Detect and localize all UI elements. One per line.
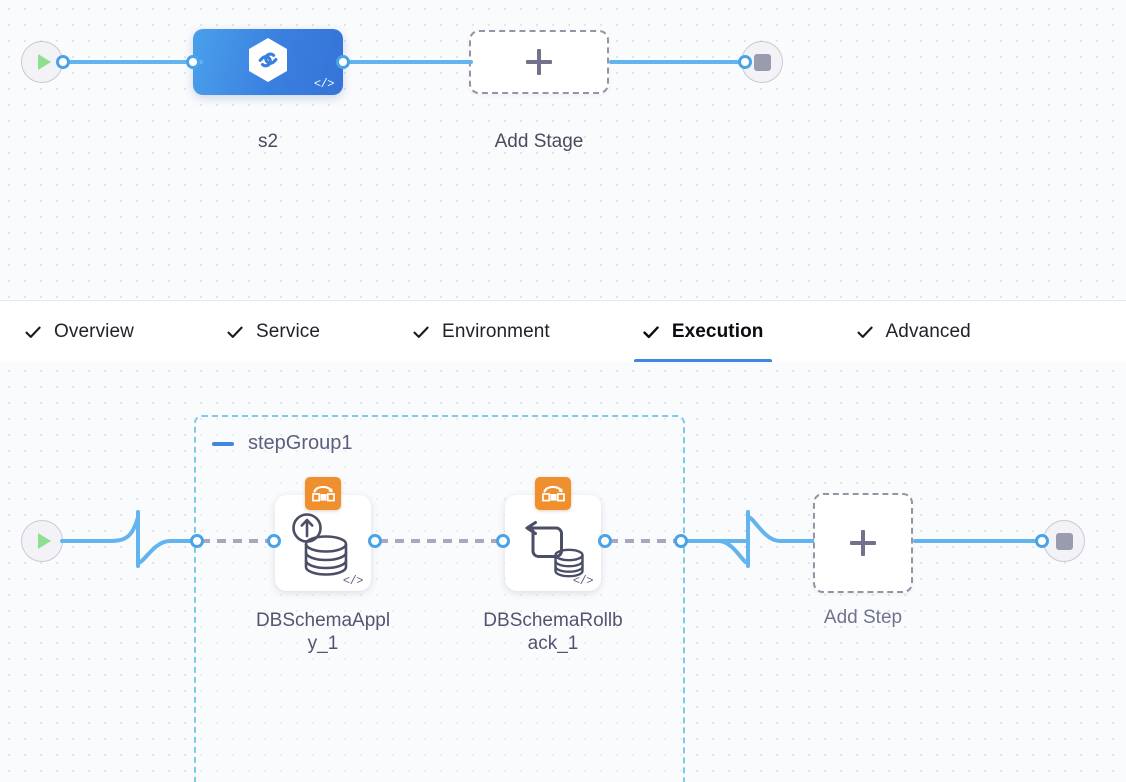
stage-input-port[interactable] xyxy=(186,55,200,69)
tab-execution-label: Execution xyxy=(671,321,764,342)
add-stage-label: Add Stage xyxy=(494,131,584,152)
step-node-dbschemaapply[interactable]: </> xyxy=(275,477,371,591)
tab-overview[interactable]: Overview xyxy=(0,301,158,363)
database-apply-up-arrow-icon xyxy=(275,495,371,591)
database-rollback-loop-icon xyxy=(505,495,601,591)
step-group-container[interactable] xyxy=(194,415,685,782)
stage-end-port[interactable] xyxy=(738,55,752,69)
connector-addstage-to-end xyxy=(609,60,748,64)
group-entry-port[interactable] xyxy=(190,534,204,548)
stage-canvas[interactable]: </> s2 Add Stage xyxy=(0,0,1126,300)
execution-end-port[interactable] xyxy=(1035,534,1049,548)
tab-overview-label: Overview xyxy=(54,321,134,342)
connector-addstep-to-end xyxy=(913,539,1045,543)
connector-group-to-step1 xyxy=(201,539,271,543)
parallel-bar-left xyxy=(136,510,140,568)
tab-service[interactable]: Service xyxy=(202,301,344,363)
execution-canvas[interactable]: stepGroup1 xyxy=(0,362,1126,782)
tab-environment-label: Environment xyxy=(442,321,550,342)
add-step-label: Add Step xyxy=(823,607,903,628)
harness-cd-hexagon-icon xyxy=(246,36,290,89)
stop-icon xyxy=(753,53,771,71)
play-icon xyxy=(37,54,51,70)
step-group-title: stepGroup1 xyxy=(248,432,353,454)
connector-groupexit-to-curve xyxy=(685,539,747,543)
stage-label: s2 xyxy=(257,131,279,152)
step1-input-port[interactable] xyxy=(267,534,281,548)
step1-output-port[interactable] xyxy=(368,534,382,548)
connector-start-to-group xyxy=(60,539,112,543)
step2-output-port[interactable] xyxy=(598,534,612,548)
check-icon xyxy=(24,323,42,341)
check-icon xyxy=(226,323,244,341)
connector-curve-in xyxy=(106,487,202,598)
connector-curve-out xyxy=(716,487,816,598)
step-group-header[interactable]: stepGroup1 xyxy=(212,432,353,455)
play-icon xyxy=(37,533,51,549)
step-label-dbschemarollback: DBSchemaRollb ack_1 xyxy=(483,610,623,654)
group-exit-port[interactable] xyxy=(674,534,688,548)
step-node-dbschemarollback[interactable]: </> xyxy=(505,477,601,591)
stage-output-port[interactable] xyxy=(336,55,350,69)
minus-icon[interactable] xyxy=(212,441,234,446)
stage-node-s2[interactable]: </> xyxy=(193,29,343,95)
add-step-button[interactable] xyxy=(813,493,913,593)
stage-start-port[interactable] xyxy=(56,55,70,69)
connector-stage-to-addstage xyxy=(343,60,473,64)
code-glyph-icon[interactable]: </> xyxy=(313,77,335,91)
connector-step2-to-groupexit xyxy=(609,539,675,543)
check-icon xyxy=(856,323,874,341)
stage-config-tabs[interactable]: Overview Service Environment Execution A… xyxy=(0,300,1126,364)
execution-end-node[interactable] xyxy=(1043,520,1085,562)
parallel-bar-right xyxy=(746,510,750,568)
check-icon xyxy=(412,323,430,341)
plus-icon xyxy=(526,49,552,75)
code-glyph-icon[interactable]: </> xyxy=(572,574,594,588)
tab-advanced-label: Advanced xyxy=(885,321,971,342)
tab-environment[interactable]: Environment xyxy=(388,301,574,363)
tab-execution[interactable]: Execution xyxy=(618,301,788,363)
check-icon xyxy=(642,323,660,341)
tab-advanced[interactable]: Advanced xyxy=(832,301,995,363)
code-glyph-icon[interactable]: </> xyxy=(342,574,364,588)
plus-icon xyxy=(850,530,876,556)
execution-start-node[interactable] xyxy=(21,520,63,562)
liquibase-db-schema-icon xyxy=(535,477,571,510)
connector-step1-to-step2 xyxy=(379,539,499,543)
tab-service-label: Service xyxy=(255,321,321,342)
connector-start-to-stage xyxy=(63,60,203,64)
stop-icon xyxy=(1055,532,1073,550)
liquibase-db-schema-icon xyxy=(305,477,341,510)
step-label-dbschemaapply: DBSchemaAppl y_1 xyxy=(255,610,391,654)
step2-input-port[interactable] xyxy=(496,534,510,548)
add-stage-button[interactable] xyxy=(469,30,609,94)
